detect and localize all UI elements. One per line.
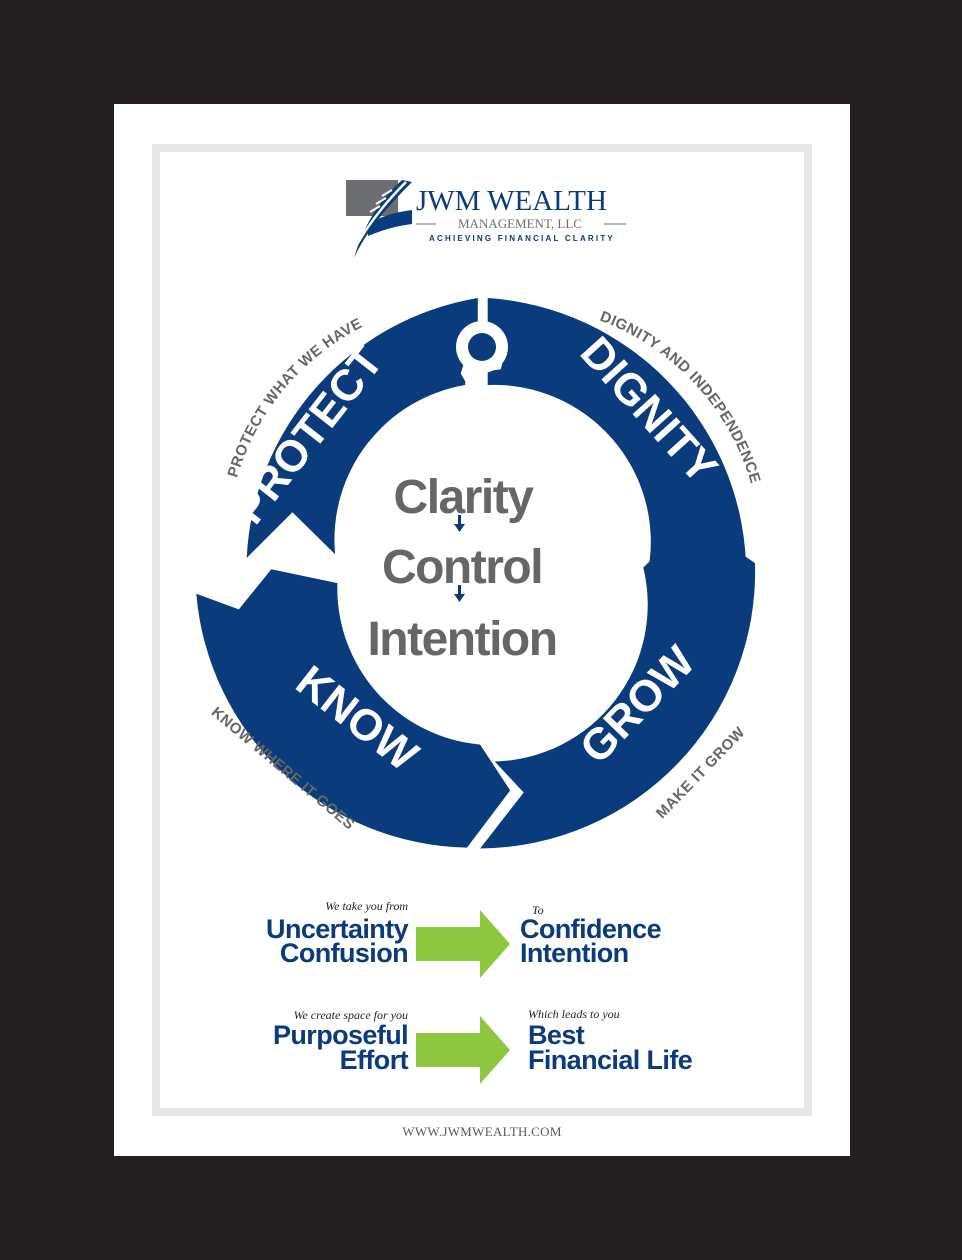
cycle-segment-grow — [480, 519, 756, 849]
cycle-segment-know — [196, 569, 511, 848]
center-word-control: Control — [382, 541, 542, 594]
poster-inner: JWM WEALTH MANAGEMENT, LLC ACHIEVING FIN… — [160, 152, 804, 1108]
financial-cycle-diagram: PROTECT DIGNITY GROW KNOW PROTECT WHAT W… — [196, 298, 763, 1084]
right-arrow-icon — [416, 1016, 510, 1084]
center-word-clarity: Clarity — [394, 471, 535, 524]
website-url[interactable]: WWW.JWMWEALTH.COM — [402, 1124, 562, 1139]
poster: JWM WEALTH MANAGEMENT, LLC ACHIEVING FIN… — [114, 104, 850, 1156]
ring-icon — [456, 321, 508, 373]
logo-mark-icon — [346, 180, 412, 258]
transition-from-line-2: Effort — [340, 1045, 409, 1075]
center-word-intention: Intention — [367, 613, 556, 666]
transition-to-line-2: Intention — [520, 938, 629, 968]
down-arrow-icon — [454, 515, 465, 532]
cycle-segment-protect — [246, 298, 478, 558]
transition-from-intro: We take you from — [325, 899, 408, 913]
transition-to-intro: Which leads to you — [528, 1007, 620, 1021]
transition-from-intro: We create space for you — [294, 1008, 408, 1022]
logo-name: JWM WEALTH — [416, 185, 607, 217]
transition-from-line-2: Confusion — [280, 938, 408, 968]
down-arrow-icon — [454, 585, 465, 602]
transition-from-line-1: Uncertainty — [266, 914, 409, 944]
company-logo: JWM WEALTH MANAGEMENT, LLC ACHIEVING FIN… — [346, 180, 626, 258]
transition-from-line-1: Purposeful — [273, 1020, 408, 1050]
transition-to-intro: To — [532, 903, 544, 917]
right-arrow-icon — [416, 910, 510, 978]
transition-to-line-2: Financial Life — [528, 1045, 693, 1075]
transition-to-line-1: Confidence — [520, 914, 662, 944]
cycle-segment-dignity — [487, 298, 746, 570]
poster-frame: JWM WEALTH MANAGEMENT, LLC ACHIEVING FIN… — [152, 144, 812, 1116]
transition-to-line-1: Best — [528, 1020, 585, 1050]
logo-tagline: ACHIEVING FINANCIAL CLARITY — [429, 234, 615, 243]
logo-subtitle: MANAGEMENT, LLC — [458, 216, 582, 231]
